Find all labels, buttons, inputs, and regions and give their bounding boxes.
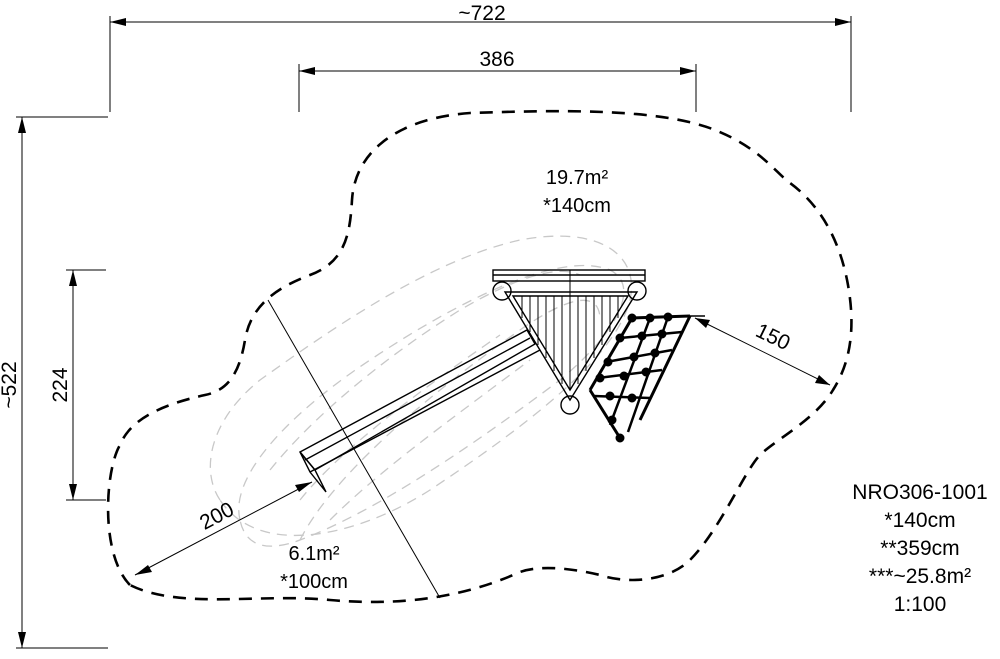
main-zone-height: *140cm (543, 195, 611, 217)
slide (298, 329, 541, 493)
dimension-slide-clearance: 200 (134, 481, 313, 576)
fall-zone-divider (267, 299, 441, 599)
inner-height-label: 224 (49, 367, 72, 402)
secondary-zone-outline (209, 235, 633, 547)
inner-width-label: 386 (479, 48, 514, 71)
platform-tower (492, 269, 647, 415)
product-info: NRO306-1001 *140cm **359cm ***~25.8m² 1:… (852, 481, 987, 616)
product-total-height: **359cm (880, 537, 959, 560)
dimension-inner-height: 224 (49, 269, 106, 501)
slide-zone-area: 6.1m² (288, 543, 339, 565)
overall-width-label: ~722 (458, 2, 505, 25)
product-safety-area: ***~25.8m² (869, 565, 971, 588)
overall-height-label: ~522 (0, 361, 21, 408)
dimension-inner-width: 386 (298, 48, 697, 112)
slide-zone-height: *100cm (280, 571, 348, 593)
product-code: NRO306-1001 (852, 481, 987, 504)
dimension-overall-height: ~522 (0, 116, 108, 649)
product-scale: 1:100 (894, 593, 947, 616)
main-zone-area: 19.7m² (546, 167, 609, 189)
dimension-overall-width: ~722 (109, 2, 852, 112)
climbing-net (588, 312, 705, 443)
dimension-net-clearance: 150 (694, 317, 831, 386)
slide-clearance-label: 200 (196, 498, 238, 535)
safety-zone-outline (106, 109, 853, 604)
product-fall-height: *140cm (884, 509, 955, 532)
